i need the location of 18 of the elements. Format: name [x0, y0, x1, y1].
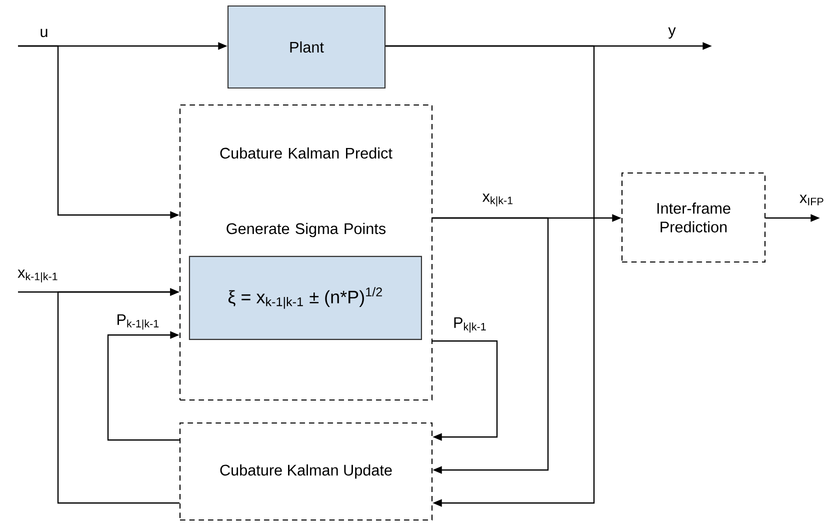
arrow: [107, 331, 180, 441]
edge-label: u: [38, 28, 50, 38]
formula-box: ξ = x$_{k-1|k-1}$ ± (n*P)$^{1/2}$: [188, 256, 422, 340]
edge-label: P$_{k|k-1}$: [452, 316, 488, 334]
arrow: [386, 45, 595, 507]
arrow: [432, 217, 549, 474]
process-box: Plant: [227, 5, 386, 89]
edge-label: P$_{k-1|k-1}$: [114, 313, 162, 331]
arrow: [57, 288, 180, 504]
block-title: Cubature Kalman Predict: [220, 147, 392, 159]
edge-label: y: [666, 26, 678, 40]
block-title: Generate Sigma Points: [226, 222, 386, 238]
edge-label: x$_{IFP}$: [798, 193, 826, 207]
dashed-block: Cubature Kalman Update: [179, 422, 433, 521]
dashed-block: Inter-frame Prediction: [621, 172, 766, 263]
edge-label: x$_{k-1|k-1}$: [16, 268, 60, 284]
edge-label: x$_{k|k-1}$: [480, 192, 516, 208]
arrow: [432, 340, 498, 441]
